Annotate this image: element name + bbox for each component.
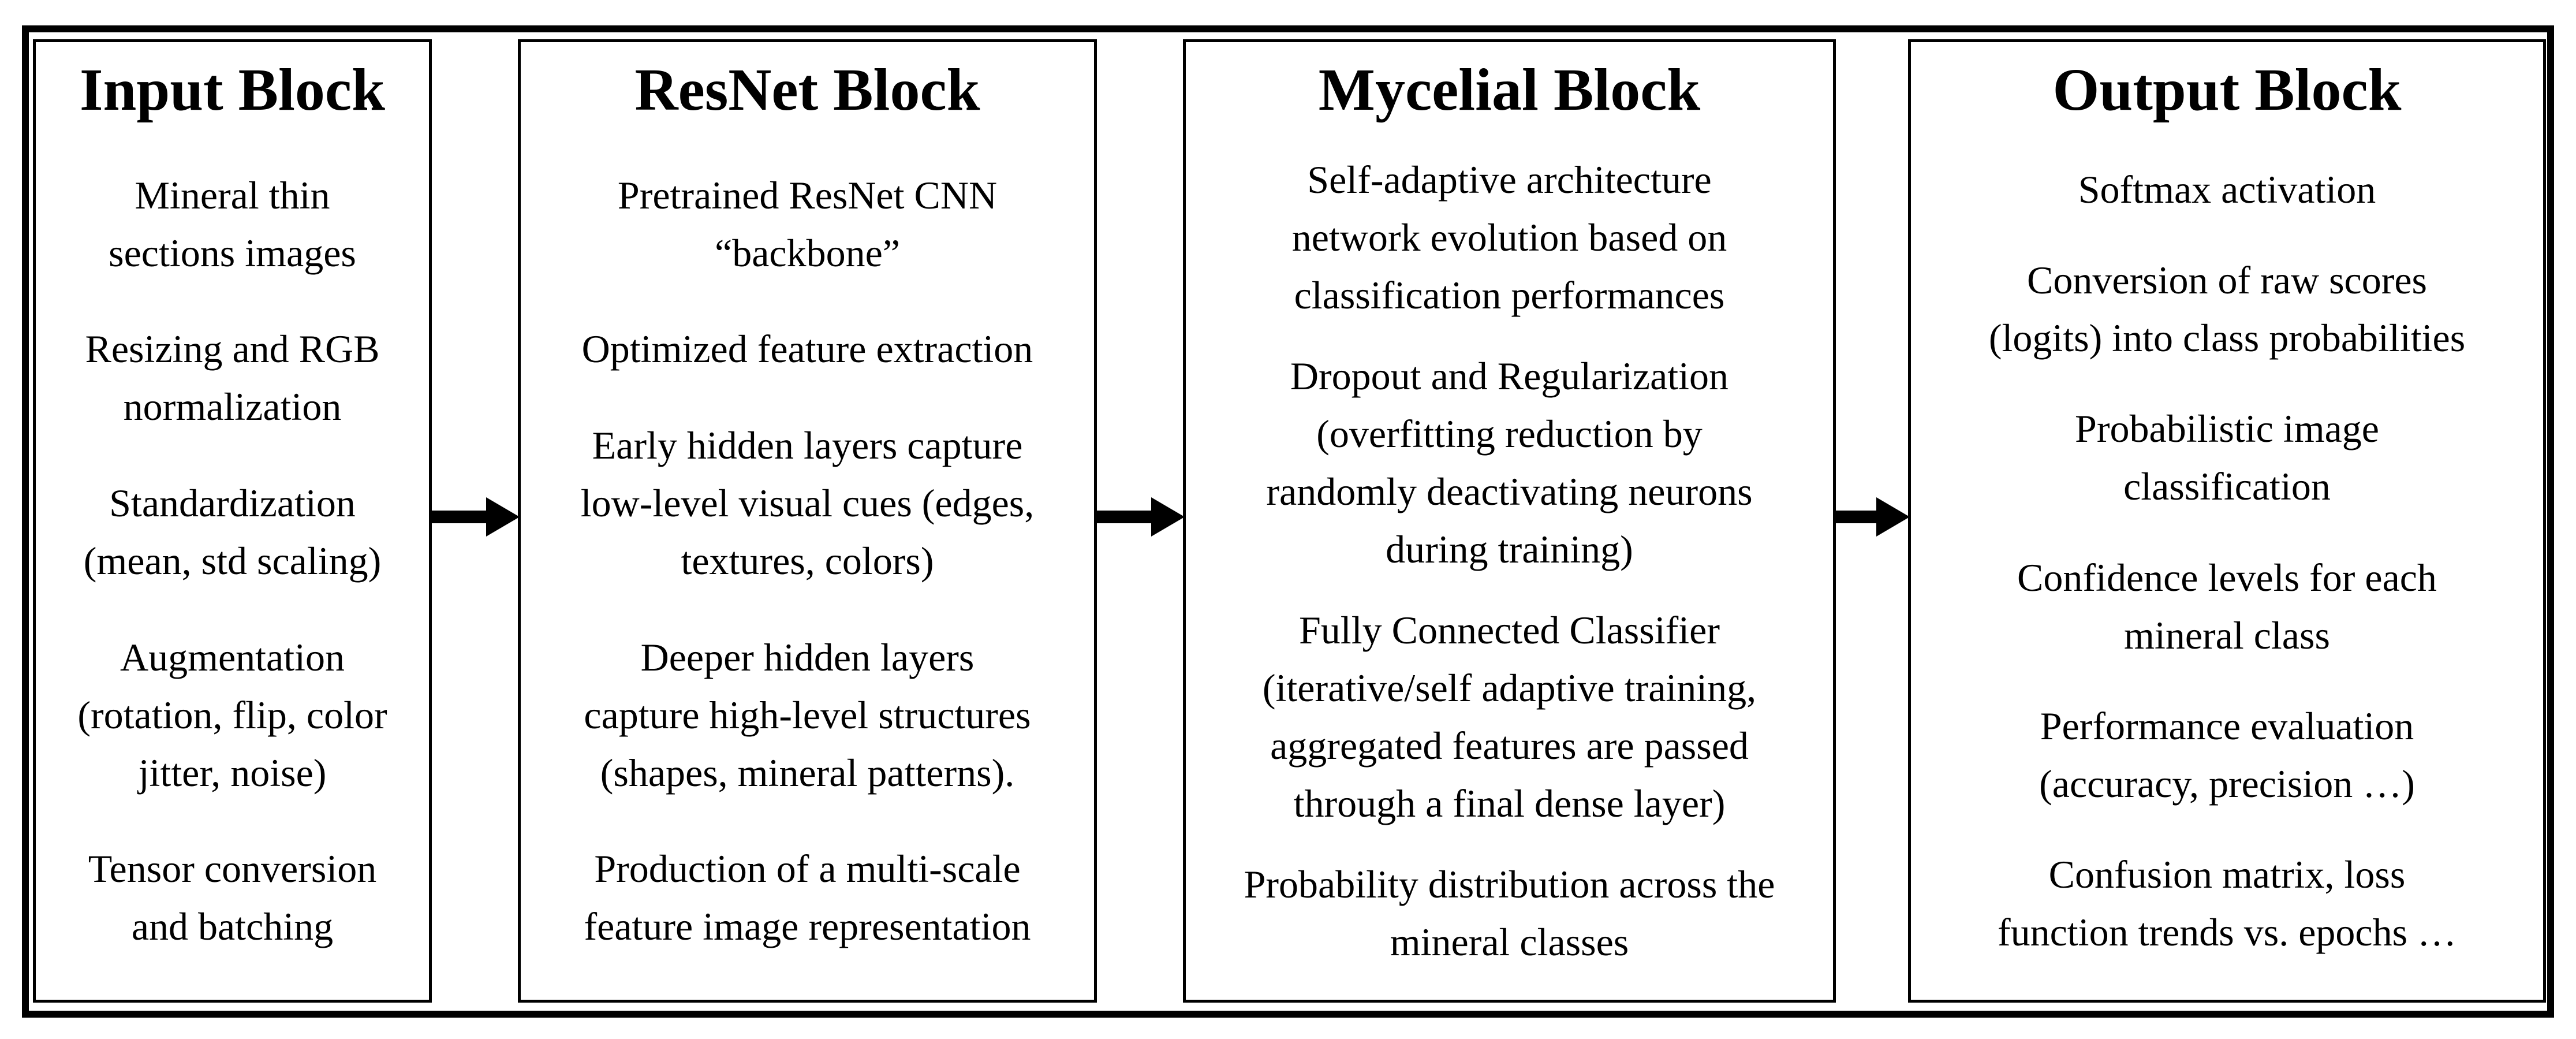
block-paragraph: Self-adaptive architecture network evolu… bbox=[1291, 158, 1727, 317]
block-paragraph: Pretrained ResNet CNN “backbone” bbox=[617, 173, 998, 275]
flow-arrow-resnet-to-mycelial bbox=[1095, 491, 1185, 543]
block-paragraph: Dropout and Regularization (overfitting … bbox=[1266, 354, 1753, 571]
block-mycelial: Mycelial Block Self-adaptive architectur… bbox=[1183, 39, 1836, 1003]
block-paragraph: Softmax activation bbox=[2078, 167, 2376, 212]
arrow-shaft bbox=[430, 511, 486, 523]
arrow-right-icon bbox=[486, 497, 520, 537]
arrow-shaft bbox=[1834, 511, 1876, 523]
block-paragraph: Standardization (mean, std scaling) bbox=[83, 481, 382, 583]
arrow-right-icon bbox=[1876, 497, 1910, 537]
block-paragraph: Performance evaluation (accuracy, precis… bbox=[2039, 703, 2415, 806]
block-title-output: Output Block bbox=[2052, 57, 2402, 123]
block-paragraph: Mineral thin sections images bbox=[109, 173, 356, 275]
flow-arrow-mycelial-to-output bbox=[1834, 491, 1910, 543]
flow-arrow-input-to-resnet bbox=[430, 491, 520, 543]
block-body-mycelial: Self-adaptive architecture network evolu… bbox=[1188, 128, 1831, 994]
block-title-input: Input Block bbox=[80, 57, 385, 123]
block-paragraph: Augmentation (rotation, flip, color jitt… bbox=[77, 635, 387, 795]
block-title-mycelial: Mycelial Block bbox=[1318, 57, 1701, 123]
block-paragraph: Deeper hidden layers capture high-level … bbox=[584, 635, 1031, 795]
block-input: Input Block Mineral thin sections images… bbox=[33, 39, 432, 1003]
block-paragraph: Tensor conversion and batching bbox=[88, 847, 377, 949]
block-paragraph: Optimized feature extraction bbox=[581, 327, 1033, 371]
block-paragraph: Confidence levels for each mineral class bbox=[2017, 555, 2437, 657]
block-title-resnet: ResNet Block bbox=[634, 57, 980, 123]
arrow-right-icon bbox=[1151, 497, 1185, 537]
block-paragraph: Confusion matrix, loss function trends v… bbox=[1997, 852, 2457, 954]
block-paragraph: Fully Connected Classifier (iterative/se… bbox=[1262, 608, 1757, 825]
block-paragraph: Conversion of raw scores (logits) into c… bbox=[1988, 258, 2466, 360]
block-paragraph: Probabilistic image classification bbox=[2075, 407, 2379, 509]
block-paragraph: Probability distribution across the mine… bbox=[1244, 862, 1775, 964]
block-resnet: ResNet Block Pretrained ResNet CNN “back… bbox=[518, 39, 1097, 1003]
block-paragraph: Resizing and RGB normalization bbox=[85, 327, 380, 429]
block-body-resnet: Pretrained ResNet CNN “backbone” Optimize… bbox=[523, 128, 1092, 994]
arrow-shaft bbox=[1095, 511, 1151, 523]
block-paragraph: Production of a multi-scale feature imag… bbox=[584, 847, 1031, 949]
block-paragraph: Early hidden layers capture low-level vi… bbox=[580, 423, 1035, 583]
